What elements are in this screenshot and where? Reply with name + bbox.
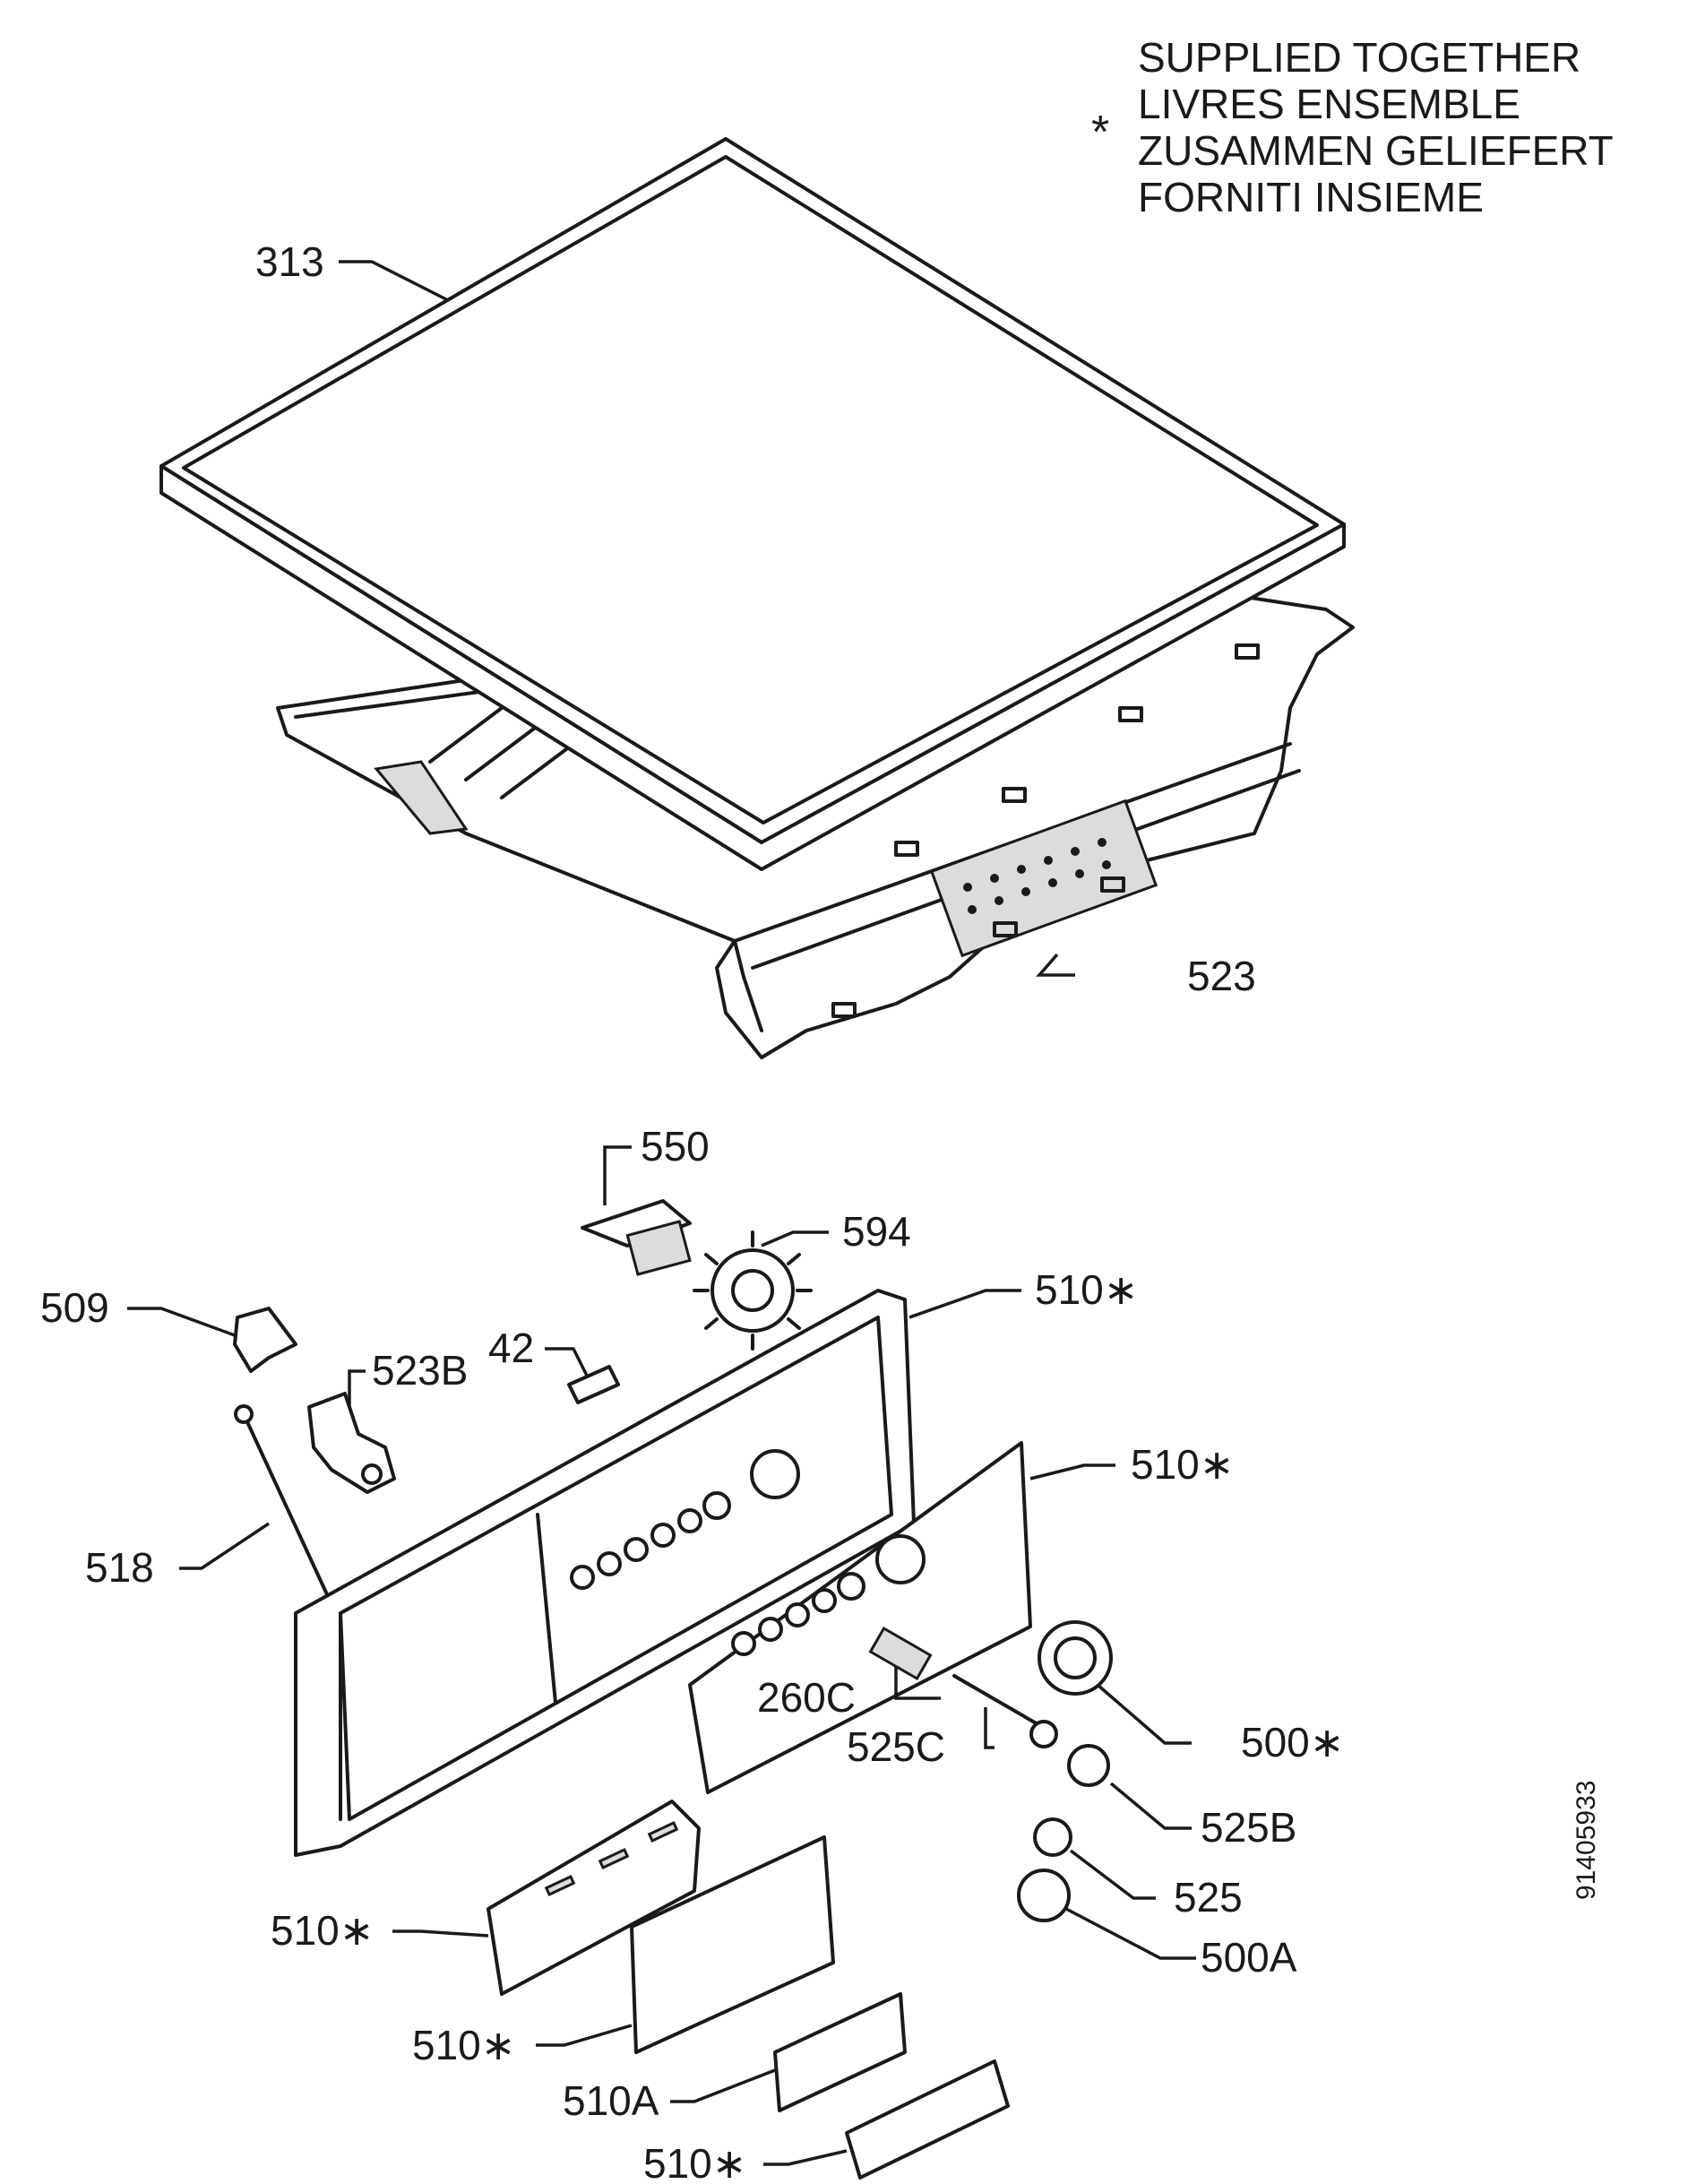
callout-525b: 525B — [1201, 1804, 1296, 1851]
callout-510-a: 510∗ — [1035, 1266, 1138, 1313]
part-500a-knob — [1017, 1869, 1071, 1922]
legend-line-1: SUPPLIED TOGETHER — [1138, 34, 1580, 81]
callout-500a: 500A — [1201, 1934, 1297, 1981]
part-550-bracket — [581, 1199, 692, 1276]
legend: * SUPPLIED TOGETHER LIVRES ENSEMBLE ZUSA… — [1091, 34, 1614, 220]
part-510a-panel — [773, 1992, 907, 2112]
callout-550: 550 — [641, 1123, 710, 1170]
vent-holes — [963, 838, 1111, 914]
callout-260c: 260C — [757, 1674, 856, 1721]
part-510-drawer-upper — [487, 1800, 701, 1996]
part-510-panel-frame — [294, 1289, 916, 1857]
legend-line-3: ZUSAMMEN GELIEFERT — [1138, 127, 1614, 174]
callout-labels: 313 523 550 594 509 523B 42 510∗ 510∗ 51… — [40, 238, 1344, 2184]
document-number: 91405933 — [1572, 1781, 1601, 1900]
part-594-connector — [693, 1230, 813, 1351]
legend-line-4: FORNITI INSIEME — [1138, 174, 1484, 220]
legend-line-2: LIVRES ENSEMBLE — [1138, 81, 1520, 127]
part-510-cover — [845, 2059, 1010, 2180]
part-313-lid — [159, 137, 1346, 871]
part-500-knob — [1038, 1620, 1113, 1696]
callout-525: 525 — [1174, 1874, 1243, 1921]
callout-510-d: 510∗ — [412, 2022, 515, 2068]
callout-510-b: 510∗ — [1131, 1441, 1234, 1488]
part-509-hinge — [233, 1307, 297, 1373]
part-525c-shaft — [952, 1674, 1058, 1748]
part-42-switch — [567, 1365, 620, 1404]
part-518-rod — [234, 1404, 333, 1606]
callout-510-e: 510∗ — [643, 2140, 746, 2184]
part-510-faceplate — [688, 1441, 1032, 1794]
part-523b-latch — [307, 1392, 396, 1494]
callout-510-c: 510∗ — [271, 1907, 374, 1954]
callout-525c: 525C — [847, 1723, 945, 1770]
callout-509: 509 — [40, 1284, 109, 1331]
part-525b-knob-insert — [1067, 1744, 1110, 1787]
callout-523b: 523B — [372, 1347, 468, 1394]
callout-523: 523 — [1187, 953, 1256, 999]
leader-lines — [127, 260, 1196, 2166]
part-260c-spring — [868, 1626, 933, 1681]
callout-510a: 510A — [563, 2077, 659, 2124]
callout-500: 500∗ — [1241, 1719, 1344, 1765]
callout-42: 42 — [488, 1325, 534, 1371]
callout-518: 518 — [85, 1544, 154, 1591]
part-525-knob-insert — [1033, 1817, 1072, 1857]
part-510-drawer-lower — [630, 1835, 835, 2054]
legend-symbol: * — [1091, 107, 1109, 159]
callout-594: 594 — [842, 1208, 911, 1255]
callout-313: 313 — [255, 238, 324, 285]
